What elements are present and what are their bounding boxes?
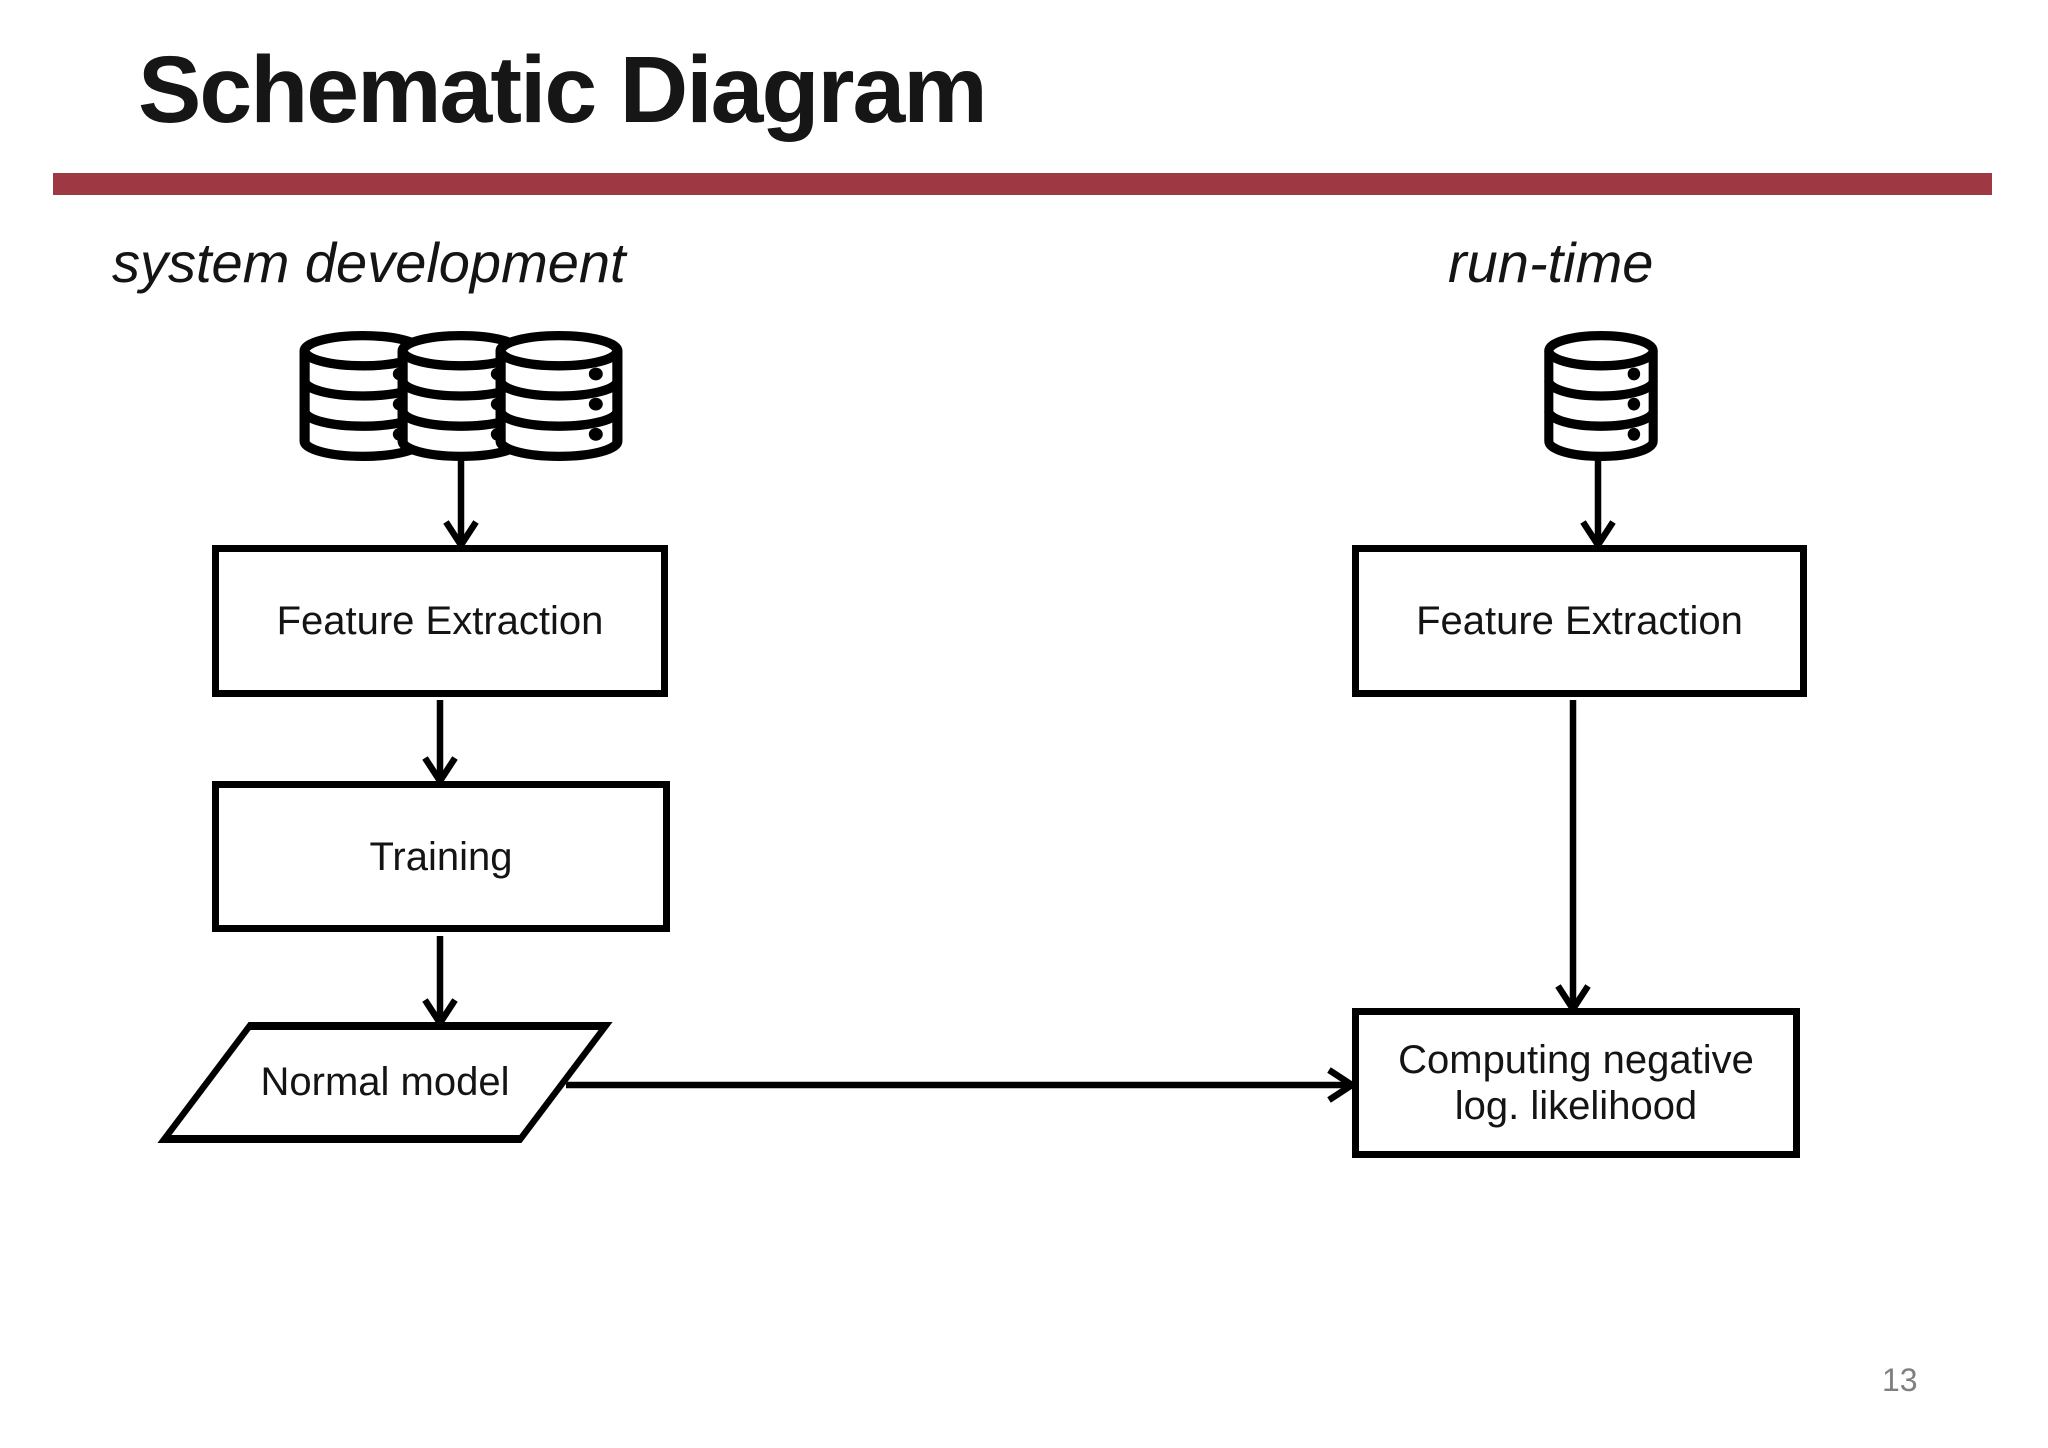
node-normal-model: Normal model xyxy=(205,1022,565,1143)
title-accent-rule xyxy=(53,173,1992,195)
node-label: Normal model xyxy=(260,1060,510,1104)
node-feature-extraction-left: Feature Extraction xyxy=(212,545,668,697)
page-title: Schematic Diagram xyxy=(138,37,988,143)
node-computing-negative-log-likelihood: Computing negative log. likelihood xyxy=(1352,1008,1800,1158)
database-cylinder-icon xyxy=(495,331,623,461)
node-label: Feature Extraction xyxy=(276,599,604,643)
database-stack-icon xyxy=(297,331,625,461)
right-column-heading: run-time xyxy=(1448,231,1654,294)
arrow-normal-model-to-computing xyxy=(566,1067,1356,1103)
node-training: Training xyxy=(212,781,670,932)
page-number: 13 xyxy=(1882,1362,1918,1398)
arrow-database-to-feature-extraction-left xyxy=(443,460,479,548)
database-cylinder-icon xyxy=(1544,331,1658,461)
node-label-line1: Computing negative xyxy=(1398,1038,1754,1082)
arrow-feature-extraction-to-training xyxy=(422,700,458,784)
node-feature-extraction-right: Feature Extraction xyxy=(1352,545,1807,697)
arrow-training-to-normal-model xyxy=(422,936,458,1026)
database-icon xyxy=(1542,331,1660,466)
arrow-database-to-feature-extraction-right xyxy=(1580,460,1616,548)
arrow-feature-extraction-to-computing xyxy=(1555,700,1591,1012)
node-label: Training xyxy=(369,834,513,879)
left-column-heading: system development xyxy=(112,231,626,294)
node-label: Feature Extraction xyxy=(1416,599,1743,643)
node-label-line2: log. likelihood xyxy=(1454,1084,1698,1128)
